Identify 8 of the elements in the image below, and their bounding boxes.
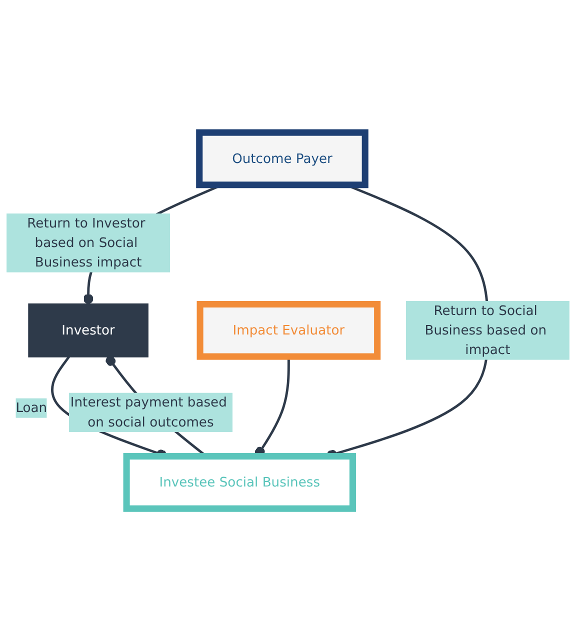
edge-label: Return to Social Business based on impact (424, 302, 546, 358)
edge-label: Loan (16, 400, 48, 416)
node-box: Investor (28, 303, 148, 358)
node-box: Investee Social Business (123, 452, 356, 512)
node-box: Impact Evaluator (196, 300, 381, 360)
edge-label: Interest payment based on social outcomes (70, 394, 227, 430)
edge-label: Return to Investor based on Social Business impact (27, 215, 146, 270)
node-box: Outcome Payer (196, 129, 368, 188)
